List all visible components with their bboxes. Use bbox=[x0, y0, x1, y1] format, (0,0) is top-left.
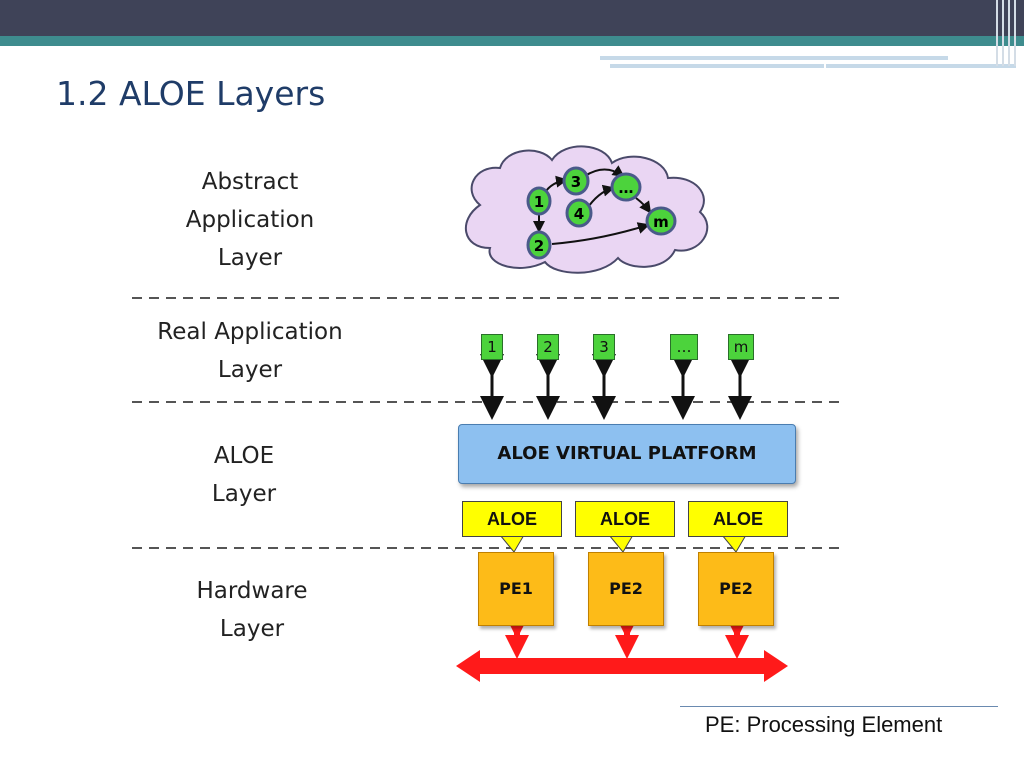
graph-edge bbox=[551, 222, 650, 245]
real-app-node: 3 bbox=[593, 334, 615, 360]
aloe-box: ALOE bbox=[688, 501, 788, 537]
layer-label-abstract: Abstract Application Layer bbox=[185, 169, 315, 271]
graph-node: … bbox=[610, 172, 642, 202]
header-deco-bar bbox=[826, 64, 1016, 68]
hardware-bus bbox=[456, 650, 788, 682]
header-deco-bar bbox=[610, 64, 824, 68]
header-deco-line bbox=[1002, 0, 1004, 66]
page-title: 1.2 ALOE Layers bbox=[56, 74, 326, 113]
header-deco-line bbox=[996, 0, 998, 66]
pe-bus-links bbox=[505, 615, 749, 659]
real-app-node: … bbox=[670, 334, 698, 360]
header-deco-line bbox=[1014, 0, 1016, 66]
aloe-virtual-platform: ALOE VIRTUAL PLATFORM bbox=[458, 424, 796, 484]
graph-node-label: 3 bbox=[571, 173, 581, 191]
layer-label-aloe: ALOE Layer bbox=[211, 443, 277, 507]
pe-box: PE2 bbox=[698, 552, 774, 626]
layer-label-real-application: Real Application Layer bbox=[157, 319, 343, 383]
graph-node-label: 1 bbox=[534, 193, 544, 211]
footnote-rule bbox=[680, 706, 998, 707]
graph-node-label: 4 bbox=[574, 205, 584, 223]
header-deco-bar bbox=[600, 56, 948, 60]
real-app-node: 2 bbox=[537, 334, 559, 360]
graph-node: 1 bbox=[526, 186, 552, 216]
header-deco-line bbox=[1008, 0, 1010, 66]
header-accent-strip bbox=[0, 36, 1024, 46]
graph-node: 3 bbox=[562, 166, 590, 196]
aloe-callout-pointer bbox=[720, 534, 747, 553]
real-app-node: 1 bbox=[481, 334, 503, 360]
graph-node-label: … bbox=[619, 179, 634, 197]
graph-edge bbox=[635, 197, 652, 214]
graph-node: m bbox=[645, 206, 677, 236]
app-platform-links bbox=[480, 354, 752, 420]
aloe-box: ALOE bbox=[575, 501, 675, 537]
layer-label-hardware: Hardware Layer bbox=[196, 578, 308, 642]
graph-node: 4 bbox=[565, 198, 593, 228]
header-bar bbox=[0, 0, 1024, 36]
aloe-callout-pointer bbox=[607, 534, 634, 553]
graph-node: 2 bbox=[526, 230, 552, 260]
graph-node-label: 2 bbox=[534, 237, 544, 255]
pe-box: PE1 bbox=[478, 552, 554, 626]
graph-node-label: m bbox=[653, 213, 669, 231]
pe-box: PE2 bbox=[588, 552, 664, 626]
aloe-callout-pointer bbox=[498, 534, 525, 553]
real-app-node: m bbox=[728, 334, 754, 360]
aloe-box: ALOE bbox=[462, 501, 562, 537]
footnote-text: PE: Processing Element bbox=[705, 712, 943, 737]
